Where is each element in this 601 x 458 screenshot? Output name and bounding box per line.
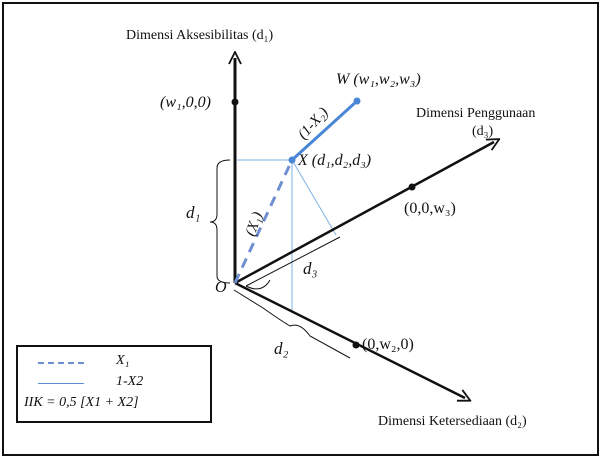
projection-d3	[291, 159, 337, 236]
legend-solid-swatch	[38, 383, 84, 384]
legend-row-one-minus-x2: 1-X2	[18, 374, 210, 394]
label-X-point: X (d₁,d₂,d₃)	[297, 152, 371, 169]
bracket-d3	[245, 236, 341, 287]
label-W-point: W (w₁,w₂,w₃)	[336, 71, 421, 88]
dim-d3: d₃	[303, 259, 318, 278]
bracket-d2	[233, 289, 351, 359]
bracket-d3-end	[245, 279, 271, 290]
axis-label-d1: Dimensi Aksesibilitas (d₁)	[126, 28, 274, 43]
axis-d2	[234, 281, 465, 398]
point-w3	[408, 183, 416, 191]
label-one-minus-x2-segment: (1-X₂)	[295, 105, 332, 143]
axis-d3	[234, 142, 494, 285]
label-origin: O	[215, 279, 227, 296]
label-x1-segment: (X₁)	[243, 210, 266, 238]
axis-label-d2: Dimensi Ketersediaan (d₂)	[378, 414, 527, 429]
point-X	[288, 156, 296, 164]
point-w2	[352, 341, 360, 349]
bracket-d1	[209, 159, 231, 284]
legend-dashed-swatch	[38, 362, 84, 364]
legend-dashed-label: X₁	[116, 353, 130, 368]
point-W	[353, 97, 361, 105]
legend-row-x1: X₁	[18, 353, 210, 373]
legend-formula: IIK = 0,5 [X1 + X2]	[24, 395, 139, 410]
legend-row-formula: IIK = 0,5 [X1 + X2]	[18, 395, 210, 415]
legend-solid-label: 1-X2	[116, 374, 144, 389]
axis-label-d3-line2: (d₃)	[472, 124, 494, 139]
segment-one-minus-x2	[290, 99, 359, 162]
segment-x1	[233, 159, 294, 284]
label-w2-point: (0,w₂,0)	[362, 336, 414, 353]
label-w1-point: (w₁,0,0)	[160, 94, 211, 111]
label-w3-point: (0,0,w₃)	[404, 200, 456, 217]
dim-d1: d₁	[186, 203, 200, 222]
point-w1	[231, 98, 239, 106]
legend: X₁ 1-X2 IIK = 0,5 [X1 + X2]	[16, 345, 212, 423]
axis-label-d3-line1: Dimensi Penggunaan	[416, 106, 535, 121]
dim-d2: d₂	[274, 339, 289, 358]
